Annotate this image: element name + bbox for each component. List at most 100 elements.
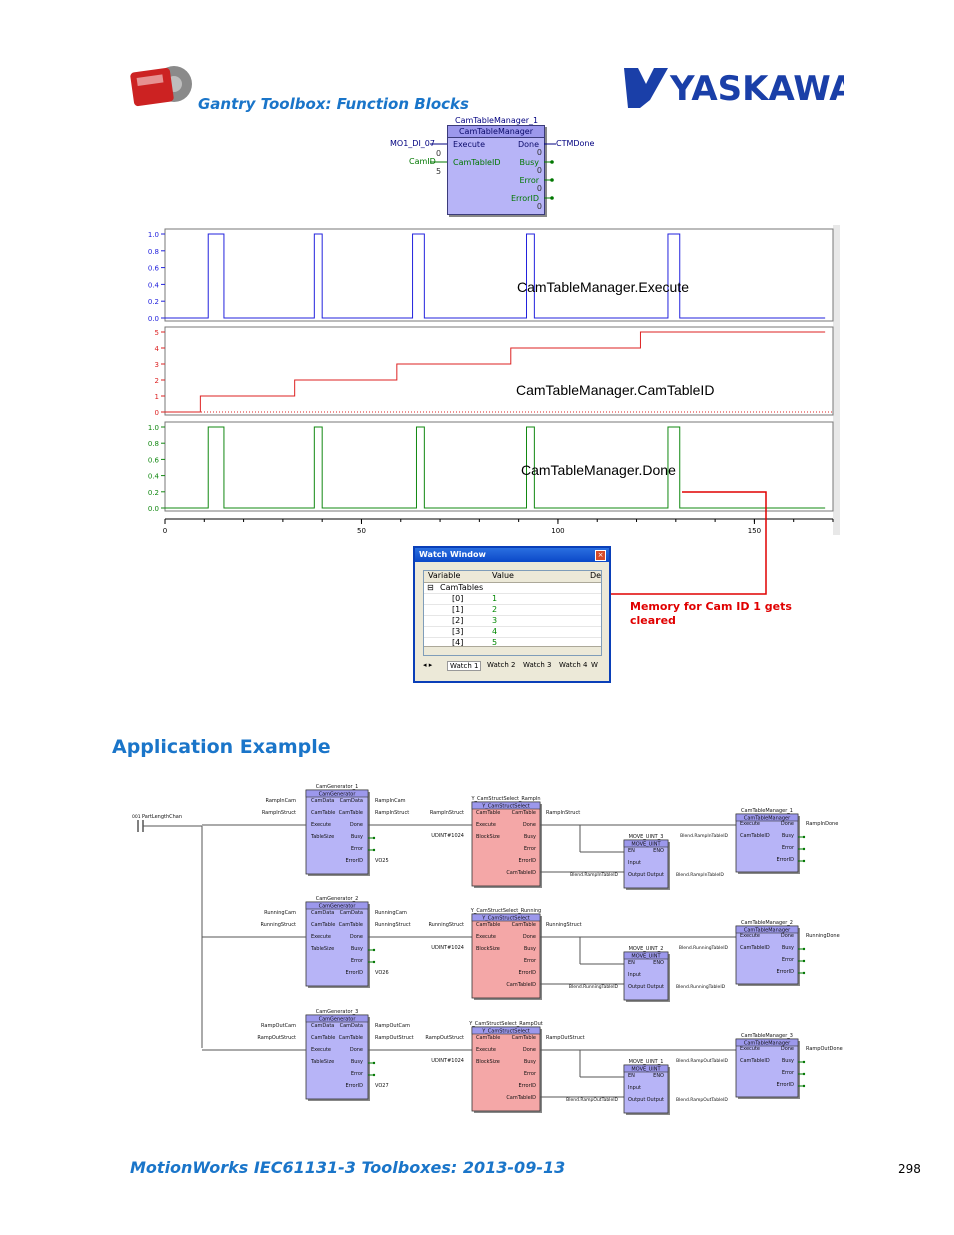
collapse-icon[interactable]: ⊟ [427, 583, 434, 592]
close-icon[interactable]: × [595, 550, 606, 561]
pin-label: Execute [311, 1047, 331, 1053]
var-label: Blend.RampOutTableID [676, 1097, 728, 1103]
pin-label: Error [351, 958, 364, 964]
var-label: RampOutStruct [257, 1035, 296, 1041]
pin-dot [802, 959, 806, 963]
var-label: Blend.RampInTableID [676, 872, 724, 878]
var-label: RunningCam [264, 910, 296, 916]
tab-watch-more[interactable]: W [591, 661, 598, 669]
camtablemanager-block[interactable]: CamTableManager Execute CamTableID Done … [447, 125, 545, 215]
move-uint-block[interactable] [623, 839, 669, 889]
col-variable[interactable]: Variable [428, 571, 461, 580]
pin-label: Output [628, 872, 645, 878]
yaskawa-logo: YASKAWA [624, 66, 856, 110]
var-label: VO25 [375, 858, 389, 864]
pin-label: Error [782, 1070, 795, 1076]
fb-val-errorid: 0 [536, 202, 542, 211]
y-tick-label: 0.6 [148, 456, 160, 464]
var-label: RampOutStruct [425, 1035, 464, 1041]
block-instance: Y_CamStructSelect_RampIn [470, 796, 540, 802]
block-type: CamGenerator [319, 904, 357, 910]
var-label: RunningStruct [428, 922, 464, 928]
horizontal-scrollbar[interactable] [424, 646, 601, 655]
block-instance: CamGenerator_2 [316, 896, 359, 902]
pin-dot [802, 835, 806, 839]
pin-dot [372, 1061, 376, 1065]
camgenerator-block[interactable] [305, 789, 369, 875]
pin-label: Done [781, 1046, 794, 1052]
pin-label: ErrorID [345, 1083, 363, 1089]
y-tick-label: 0.8 [148, 248, 159, 256]
pin-dot [802, 859, 806, 863]
tab-watch-2[interactable]: Watch 2 [487, 661, 516, 669]
pin-label: ErrorID [345, 970, 363, 976]
pin-label: Busy [782, 945, 794, 951]
y-tick-label: 1.0 [148, 424, 159, 432]
camtablemanager-block[interactable] [735, 1038, 799, 1098]
pin-label: Done [523, 822, 536, 828]
pin-label: TableSize [310, 1059, 334, 1065]
pin-label: Execute [476, 934, 496, 940]
var-label: Blend.RampInTableID [680, 833, 728, 839]
var-label: RampInStruct [546, 810, 580, 816]
var-label: RampOutCam [261, 1023, 296, 1029]
pin-label: CamTable [339, 1035, 363, 1041]
var-label: RampInStruct [262, 810, 296, 816]
watch-row[interactable]: [2] 3 [424, 616, 601, 627]
pin-label: EN [628, 960, 635, 966]
move-uint-block[interactable] [623, 1064, 669, 1114]
block-instance: CamTableManager_1 [741, 808, 793, 814]
col-value[interactable]: Value [492, 571, 514, 580]
block-type: Y_CamStructSelect [481, 804, 530, 810]
y-tick-label: 2 [155, 377, 159, 385]
watch-window-title: Watch Window [415, 548, 609, 562]
watch-row-root[interactable]: ⊟ CamTables [424, 583, 601, 594]
pin-label: ErrorID [345, 858, 363, 864]
pin-label: CamTableID [506, 1095, 536, 1101]
block-instance: MOVE_UINT_1 [629, 1059, 664, 1065]
fb-pin-done: Done [517, 140, 539, 149]
y-tick-label: 4 [155, 345, 160, 353]
move-uint-block[interactable] [623, 951, 669, 1001]
tab-watch-3[interactable]: Watch 3 [523, 661, 552, 669]
pin-label: TableSize [310, 946, 334, 952]
camgenerator-block[interactable] [305, 901, 369, 987]
trigger-addr: 001 [132, 814, 141, 820]
y-tick-label: 0.2 [148, 489, 159, 497]
camstructselect-block[interactable] [471, 801, 541, 887]
watch-row[interactable]: [3] 4 [424, 627, 601, 638]
watch-row[interactable]: [0] 1 [424, 594, 601, 605]
tab-watch-4[interactable]: Watch 4 [559, 661, 588, 669]
camstructselect-block[interactable] [471, 913, 541, 999]
fb-pin-busy: Busy [519, 158, 539, 167]
block-instance: CamTableManager_3 [741, 1033, 793, 1039]
block-type: CamGenerator [319, 1017, 357, 1023]
header-title: Gantry Toolbox: Function Blocks [198, 95, 469, 113]
pin-label: Busy [782, 833, 794, 839]
fb-var-done: CTMDone [556, 139, 595, 148]
watch-window[interactable]: Watch Window × Variable Value De ⊟ CamTa… [413, 546, 611, 683]
pin-label: Done [523, 1047, 536, 1053]
y-tick-label: 0 [155, 409, 159, 417]
pin-label: CamTable [476, 810, 500, 816]
pin-label: ErrorID [776, 857, 794, 863]
pin-label: Busy [351, 834, 363, 840]
trigger-var: PartLengthChan [142, 814, 182, 820]
tab-watch-1[interactable]: Watch 1 [447, 661, 482, 671]
pin-label: Busy [351, 946, 363, 952]
col-de[interactable]: De [590, 571, 602, 580]
var-label: Blend.RunningTableID [676, 984, 726, 990]
page-number: 298 [898, 1162, 921, 1176]
pin-dot [802, 1072, 806, 1076]
var-label: Blend.RunningTableID [569, 984, 619, 990]
var-label: RampOutStruct [546, 1035, 585, 1041]
tab-nav-icon[interactable]: ◂ ▸ [423, 661, 433, 669]
y-tick-label: 0.2 [148, 298, 159, 306]
watch-row[interactable]: [1] 2 [424, 605, 601, 616]
block-type: CamTableManager [744, 928, 791, 934]
pin-label: Error [351, 1071, 364, 1077]
fb-val-busy: 0 [536, 166, 542, 175]
camgenerator-block[interactable] [305, 1014, 369, 1100]
fb-wires [430, 143, 556, 200]
pin-label: Busy [524, 946, 536, 952]
